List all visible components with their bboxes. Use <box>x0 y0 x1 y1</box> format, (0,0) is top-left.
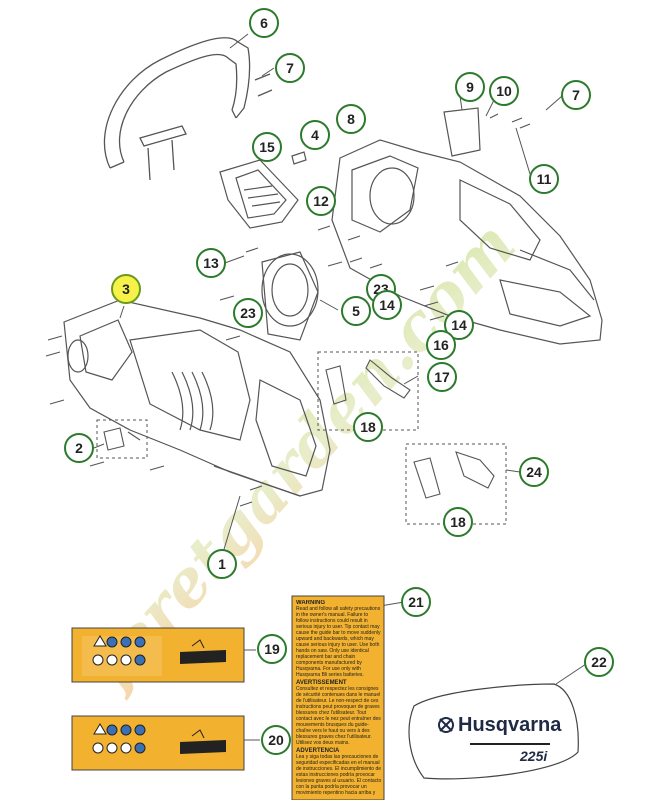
callout-1[interactable]: 1 <box>207 549 237 579</box>
brand-name: Husqvarna <box>458 714 562 736</box>
bar-plate <box>261 251 319 341</box>
callout-19[interactable]: 19 <box>257 634 287 664</box>
callout-15[interactable]: 15 <box>252 132 282 162</box>
callout-24[interactable]: 24 <box>519 457 549 487</box>
callout-16[interactable]: 16 <box>426 330 456 360</box>
callout-14b[interactable]: 14 <box>444 310 474 340</box>
callout-18[interactable]: 18 <box>353 412 383 442</box>
callout-3[interactable]: 3 <box>111 274 141 304</box>
advertencia-title: ADVERTENCIA <box>296 748 340 754</box>
callout-13[interactable]: 13 <box>196 248 226 278</box>
callout-12[interactable]: 12 <box>306 186 336 216</box>
avertissement-title: AVERTISSEMENT <box>296 680 347 686</box>
motor-housing <box>331 107 603 345</box>
callout-4[interactable]: 4 <box>300 120 330 150</box>
advertencia-body: Lea y siga todas las precauciones de seg… <box>296 754 382 796</box>
screws <box>45 225 459 507</box>
callout-21[interactable]: 21 <box>401 587 431 617</box>
warning-title: WARNING <box>296 600 325 606</box>
callout-22[interactable]: 22 <box>584 647 614 677</box>
callout-23b[interactable]: 23 <box>233 298 263 328</box>
front-handle <box>103 37 273 181</box>
side-cover <box>219 151 307 229</box>
callout-7[interactable]: 7 <box>275 53 305 83</box>
callout-7b[interactable]: 7 <box>561 80 591 110</box>
brand-plate-22 <box>408 683 579 780</box>
left-housing <box>63 299 331 497</box>
leader-lines <box>93 33 587 741</box>
avertissement-body: Consultez et respectez les consignes de … <box>296 686 381 746</box>
callout-18b[interactable]: 18 <box>443 507 473 537</box>
warning-decal-20 <box>71 715 245 771</box>
callout-20[interactable]: 20 <box>261 725 291 755</box>
husqvarna-logo-icon <box>438 717 454 733</box>
callout-2[interactable]: 2 <box>64 433 94 463</box>
model-name: 225i <box>520 748 548 764</box>
trigger-parts <box>103 359 495 499</box>
callout-17[interactable]: 17 <box>427 362 457 392</box>
callout-14[interactable]: 14 <box>372 290 402 320</box>
warning-body: Read and follow all safety precautions i… <box>296 606 381 678</box>
warning-decal-19 <box>71 627 245 683</box>
callout-8[interactable]: 8 <box>336 104 366 134</box>
callout-9[interactable]: 9 <box>455 72 485 102</box>
callout-5[interactable]: 5 <box>341 296 371 326</box>
callout-6[interactable]: 6 <box>249 8 279 38</box>
callout-11[interactable]: 11 <box>529 164 559 194</box>
warning-label-text: WARNING Read and follow all safety preca… <box>296 600 382 796</box>
warning-label-21 <box>291 595 385 800</box>
callout-10[interactable]: 10 <box>489 76 519 106</box>
